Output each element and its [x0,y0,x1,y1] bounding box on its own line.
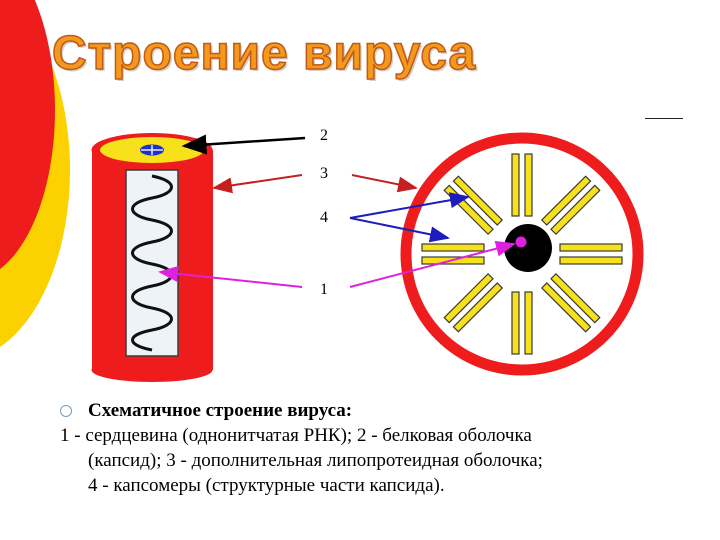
page-title: Строение вируса [51,26,477,81]
rna-spiral [131,174,173,352]
bullet-icon [60,405,72,417]
capsomere-bar-1 [524,291,533,355]
arrow-3-left [212,174,303,194]
capsomere-bar-2 [550,184,601,236]
label-4: 4 [320,209,328,226]
capsomere-bar-1 [452,282,504,333]
capsomere-bar-2 [559,256,623,265]
capsomere-bar-2 [421,243,485,252]
arrow-2 [181,134,306,155]
label-2: 2 [320,127,328,144]
label-1: 1 [320,281,328,298]
label-3: 3 [320,165,328,182]
arrow-4-upper [349,192,470,219]
caption-heading-row: Схематичное строение вируса: [60,398,700,423]
caption-heading: Схематичное строение вируса: [88,400,353,421]
capsomere-bar-1 [550,272,601,324]
capsomere [511,153,533,217]
capsomere [511,291,533,355]
caption-line-1: 1 - сердцевина (однонитчатая РНК); 2 - б… [60,425,532,446]
arrow-3-right [351,174,418,193]
virus-cross-section [400,132,644,376]
virus-diagram: 2 3 4 1 [91,127,644,382]
arrow-1-right [349,240,516,288]
capsomere-bar-2 [524,153,533,217]
arrow-1-left [158,265,303,288]
rna-core [504,224,552,272]
capsomere-bar-2 [540,282,592,333]
divider-line [645,118,683,119]
red-blob [0,0,55,270]
caption-line-2: (капсид); 3 - дополнительная липопротеид… [88,450,543,471]
core-dot [515,236,527,248]
capsomere-bar-1 [511,153,520,217]
capsomere-bar-1 [559,243,623,252]
capsomere-bar-2 [452,175,504,226]
virus-cylinder [91,133,213,382]
cylinder-bottom [91,358,213,382]
capsomere [540,272,601,333]
capsomere [540,175,601,236]
capsomere-bar-2 [511,291,520,355]
caption: Схематичное строение вируса: 1 - сердцев… [60,398,700,498]
capsomere [443,272,504,333]
caption-line-3: 4 - капсомеры (структурные части капсида… [88,475,445,496]
capsomere-bar-2 [443,272,494,324]
core-top-mark [141,145,163,155]
arrow-4-lower [349,217,450,243]
capsomere-bar-1 [540,175,592,226]
capsomere [559,243,623,265]
